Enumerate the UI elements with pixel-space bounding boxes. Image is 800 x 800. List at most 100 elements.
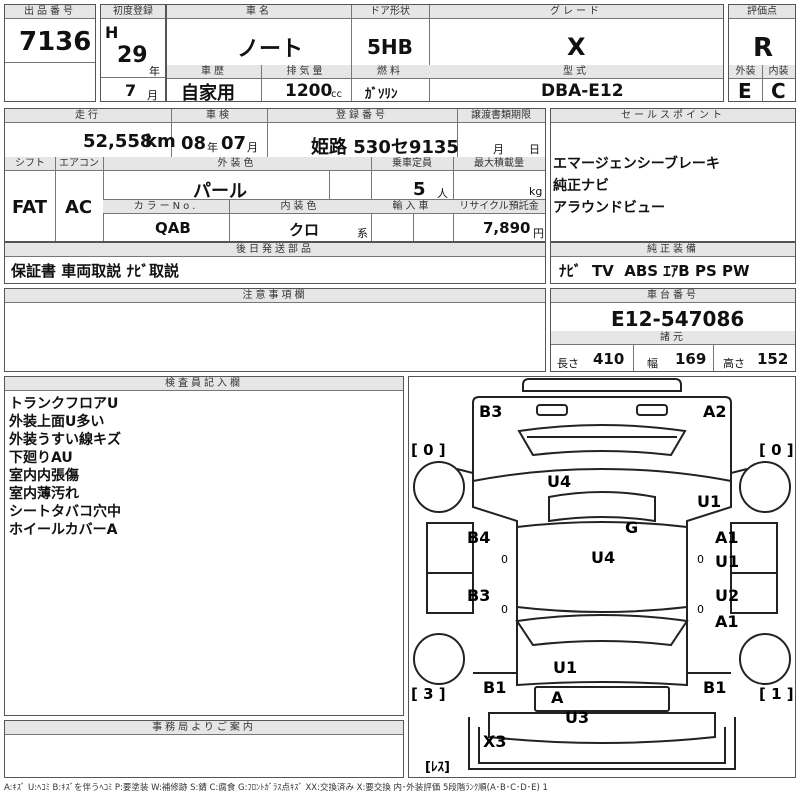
mark-b1-right: B1 bbox=[703, 678, 726, 697]
mark-b3-top: B3 bbox=[479, 402, 502, 421]
first-reg-month: 7 bbox=[125, 81, 137, 100]
inspection-header: 車検 bbox=[171, 109, 267, 123]
first-reg-header: 初度登録 bbox=[101, 5, 165, 19]
damage-diagram: B3 A2 U4 U1 G B4 A1 U4 U1 B3 U2 A1 U1 B1… bbox=[408, 376, 796, 778]
mark-a1-right2: A1 bbox=[715, 612, 739, 631]
transfer-doc-month-unit: 月 bbox=[493, 143, 504, 156]
car-name: ノート bbox=[237, 37, 304, 62]
mark-u4-center: U4 bbox=[591, 548, 615, 567]
grade: X bbox=[567, 33, 586, 61]
inspector-note: ホイールカバーA bbox=[9, 522, 118, 538]
fuel: ｶﾞｿﾘﾝ bbox=[365, 87, 398, 102]
interior-header: 内装 bbox=[762, 65, 795, 79]
int-color: クロ bbox=[289, 221, 320, 239]
car-info-cell: 車名 ドア形状 グレード ノート 5HB X 車歴 排気量 燃料 型式 自家用 … bbox=[166, 4, 724, 104]
door-header: ドア形状 bbox=[351, 5, 429, 19]
mark-zero-right2: 0 bbox=[697, 603, 704, 616]
inspector-note: 室内薄汚れ bbox=[9, 486, 79, 502]
first-registration-cell: 初度登録 H 29 年 7 月 bbox=[100, 4, 166, 102]
recycle-unit: 円 bbox=[533, 227, 544, 240]
tire-front-right: [ 0 ] bbox=[759, 441, 794, 459]
aircon-header: エアコン bbox=[55, 157, 103, 171]
mark-a1-right: A1 bbox=[715, 528, 739, 547]
genuine-equip: ﾅﾋﾞ TV ABS ｴｱB PS PW bbox=[559, 262, 750, 280]
mark-g: G bbox=[625, 518, 638, 537]
max-load-header: 最大積載量 bbox=[453, 157, 545, 171]
int-color-suffix: 系 bbox=[357, 227, 368, 240]
sales-points-header: セールスポイント bbox=[551, 109, 795, 123]
mark-a2-top: A2 bbox=[703, 402, 727, 421]
shift-header: シフト bbox=[5, 157, 55, 171]
shift: FAT bbox=[12, 197, 48, 218]
office-notice-cell: 事務局よりご案内 bbox=[4, 720, 404, 778]
mark-zero-right: 0 bbox=[697, 553, 704, 566]
legend: A:ｷｽﾞ U:ﾍｺﾐ B:ｷｽﾞを伴うﾍｺﾐ P:要塗装 W:補修跡 S:錆 … bbox=[4, 783, 548, 793]
mark-u2-right: U2 bbox=[715, 586, 739, 605]
fuel-header: 燃料 bbox=[351, 65, 429, 79]
mark-b1-left: B1 bbox=[483, 678, 506, 697]
grade-header: グレード bbox=[429, 5, 723, 19]
office-header: 事務局よりご案内 bbox=[5, 721, 403, 735]
sales-points-cell: セールスポイント エマージェンシーブレーキ 純正ナビ アラウンドビュー bbox=[550, 108, 796, 242]
inspector-note: 下廻りAU bbox=[9, 450, 73, 466]
mark-zero-left2: 0 bbox=[501, 603, 508, 616]
score-header: 評価点 bbox=[729, 5, 795, 19]
inspection-year: 08 bbox=[181, 133, 207, 154]
chassis-header: 車台番号 bbox=[551, 289, 795, 303]
transfer-doc-header: 譲渡書類期限 bbox=[457, 109, 545, 123]
ext-color-header: 外装色 bbox=[103, 157, 371, 171]
displacement: 1200 bbox=[285, 81, 333, 101]
length-label: 長さ bbox=[557, 357, 579, 370]
inspection-month: 07 bbox=[221, 133, 247, 154]
genuine-equip-header: 純正装備 bbox=[551, 243, 795, 257]
chassis-no: E12-547086 bbox=[611, 307, 745, 331]
lot-number-header: 出品番号 bbox=[5, 5, 95, 19]
mark-x3: X3 bbox=[483, 732, 506, 751]
score-cell: 評価点 R 外装 内装 E C bbox=[728, 4, 796, 103]
max-load-unit: kg bbox=[529, 185, 543, 198]
capacity-header: 乗車定員 bbox=[371, 157, 453, 171]
first-reg-year: 29 bbox=[117, 43, 148, 68]
model: DBA-E12 bbox=[541, 81, 624, 101]
inspector-note: シートタバコ穴中 bbox=[9, 504, 121, 520]
specs-header: 諸元 bbox=[551, 331, 795, 345]
later-parts: 保証書 車両取説 ﾅﾋﾞ取説 bbox=[11, 262, 179, 280]
notes-cell: 注意事項欄 bbox=[4, 288, 546, 372]
displacement-header: 排気量 bbox=[261, 65, 351, 79]
width: 169 bbox=[675, 350, 707, 368]
inspection-month-unit: 月 bbox=[247, 141, 258, 154]
score-exterior: E bbox=[738, 79, 752, 103]
later-parts-header: 後日発送部品 bbox=[5, 243, 545, 257]
score: R bbox=[753, 33, 774, 63]
length: 410 bbox=[593, 350, 625, 368]
import-header: 輸入車 bbox=[371, 200, 453, 214]
mark-a-bottom: A bbox=[551, 688, 564, 707]
car-outline: B3 A2 U4 U1 G B4 A1 U4 U1 B3 U2 A1 U1 B1… bbox=[411, 378, 794, 775]
inspector-note: 外装上面U多い bbox=[9, 414, 105, 430]
tire-rear-left: [ 3 ] bbox=[411, 685, 446, 703]
first-reg-month-unit: 月 bbox=[147, 89, 158, 102]
door-type: 5HB bbox=[367, 35, 413, 59]
inspection-year-unit: 年 bbox=[207, 141, 218, 154]
recycle: 7,890 bbox=[483, 219, 531, 237]
history: 自家用 bbox=[181, 83, 235, 104]
inspector-notes-cell: 検査員記入欄 トランクフロアU 外装上面U多い 外装うすい線キズ 下廻りAU 室… bbox=[4, 376, 404, 716]
transfer-doc-day-unit: 日 bbox=[529, 143, 540, 156]
model-header: 型式 bbox=[429, 65, 723, 79]
mileage: 52,558 bbox=[83, 131, 153, 152]
first-reg-era: H bbox=[105, 23, 119, 42]
first-reg-year-unit: 年 bbox=[149, 65, 160, 78]
mileage-unit: km bbox=[145, 131, 176, 152]
sales-point: 純正ナビ bbox=[553, 178, 609, 194]
sales-point: アラウンドビュー bbox=[553, 200, 665, 216]
width-label: 幅 bbox=[647, 357, 658, 370]
height: 152 bbox=[757, 350, 789, 368]
mark-u1-lower: U1 bbox=[553, 658, 577, 677]
color-no-header: カラーNo. bbox=[103, 200, 229, 214]
mark-b3-left: B3 bbox=[467, 586, 490, 605]
sales-point: エマージェンシーブレーキ bbox=[553, 156, 720, 172]
inspector-header: 検査員記入欄 bbox=[5, 377, 403, 391]
lot-number-cell: 出品番号 7136 bbox=[4, 4, 96, 102]
mark-b4: B4 bbox=[467, 528, 490, 547]
aircon: AC bbox=[65, 197, 93, 218]
